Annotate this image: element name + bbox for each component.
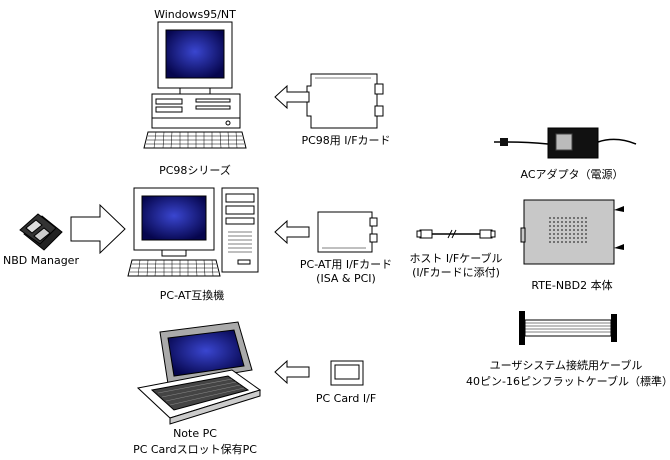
nbd-manager-label: NBD Manager [3, 254, 79, 267]
arrow-laptop-icon [274, 359, 310, 385]
host-cable-label-1: ホスト I/Fケーブル [409, 252, 503, 265]
pc98-computer-icon [143, 21, 247, 149]
host-cable-icon [416, 229, 496, 239]
arrow-manager-icon [70, 203, 126, 255]
pcat-card-label-2: (ISA & PCI) [316, 272, 376, 285]
rte-nbd2-box-icon [520, 199, 624, 265]
arrow-pcat-icon [274, 219, 310, 245]
ac-adapter-label: ACアダプタ（電源） [520, 168, 624, 181]
note-pc-label-2: PC Cardスロット保有PC [133, 443, 257, 456]
arrow-pc98-icon [274, 84, 310, 110]
pc98-series-label: PC98シリーズ [159, 164, 231, 177]
windows-os-label: Windows95/NT [154, 8, 236, 21]
ribbon-cable-icon [519, 311, 617, 345]
note-pc-label-1: Note PC [173, 427, 217, 440]
pccard-if-label: PC Card I/F [315, 392, 377, 405]
pc-card-icon [330, 360, 364, 386]
pcat-card-label-1: PC-AT用 I/Fカード [299, 258, 393, 271]
pcat-card-icon [317, 211, 378, 253]
laptop-icon [136, 321, 262, 425]
pc98-card-label: PC98用 I/Fカード [301, 134, 391, 147]
pcat-computer-icon [127, 187, 259, 277]
pcat-compat-label: PC-AT互換機 [159, 289, 225, 302]
rte-body-label: RTE-NBD2 本体 [531, 279, 613, 292]
pc98-card-icon [306, 73, 384, 129]
floppy-disks-icon [19, 213, 63, 251]
user-cable-label-1: ユーザシステム接続用ケーブル [489, 359, 643, 372]
ac-adapter-icon [494, 127, 637, 159]
host-cable-label-2: (I/Fカードに添付) [412, 266, 500, 279]
user-cable-label-2: 40ピン-16ピンフラットケーブル（標準） [466, 375, 670, 388]
